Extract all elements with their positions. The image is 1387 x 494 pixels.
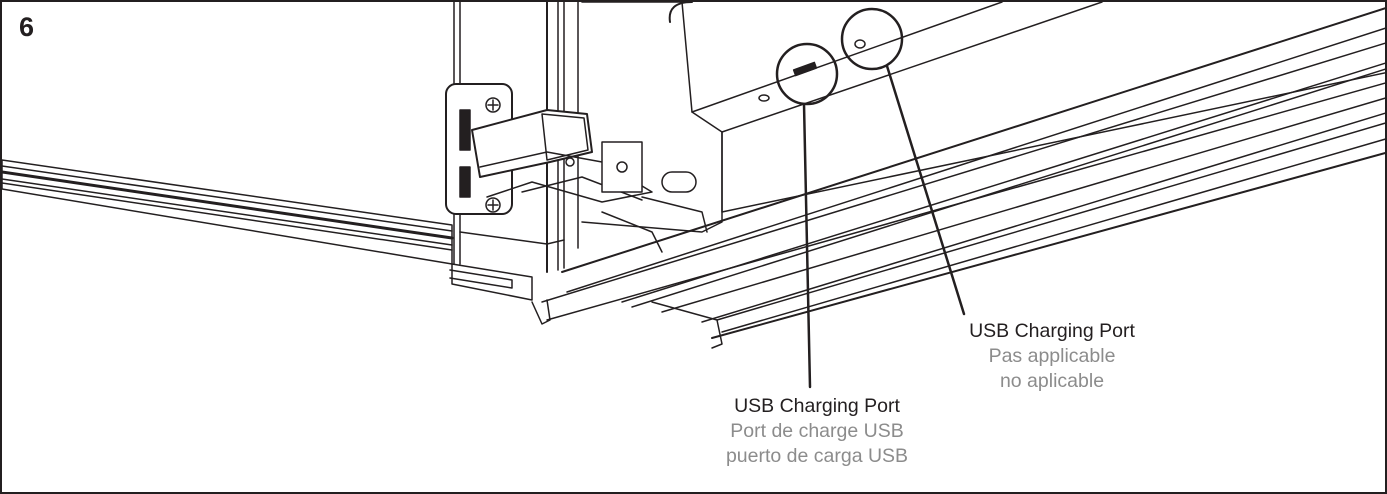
callout-markers	[775, 7, 966, 389]
callout-label-fr: Pas applicable	[988, 345, 1116, 367]
callout-label-fr: Port de charge USB	[730, 420, 904, 442]
callout-usb-port: USB Charging Port Port de charge USB pue…	[682, 394, 952, 469]
usb-port-circle-left	[775, 42, 839, 106]
leader-line-right	[885, 64, 966, 316]
left-rail	[2, 159, 533, 301]
callout-label: USB Charging Port	[734, 395, 900, 417]
front-rail	[531, 7, 1385, 349]
cabinet-box	[581, 2, 1385, 253]
step-number: 6	[19, 12, 35, 42]
callout-usb-port-not-applicable: USB Charging Port Pas applicable no apli…	[942, 319, 1162, 394]
callout-label-es: no aplicable	[999, 370, 1105, 392]
callout-label-es: puerto de carga USB	[725, 445, 909, 467]
leader-line-left	[802, 102, 812, 389]
hinge-arm	[471, 109, 653, 203]
callout-label: USB Charging Port	[969, 320, 1135, 342]
usb-port-circle-right	[840, 7, 904, 71]
